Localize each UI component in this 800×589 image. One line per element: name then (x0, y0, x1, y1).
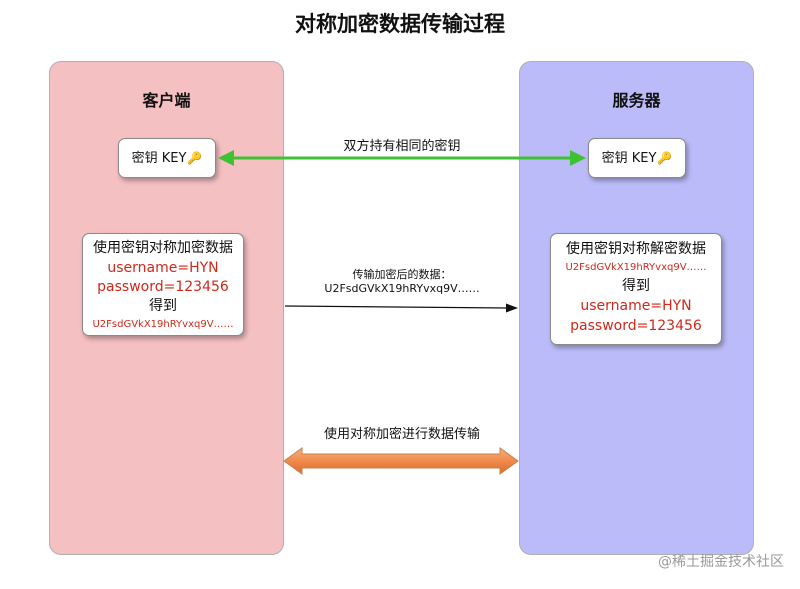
transfer-label: 传输加密后的数据： (352, 268, 452, 281)
decrypt-result-label: 得到 (622, 278, 650, 294)
server-key-label: 密钥 KEY (601, 151, 657, 166)
transfer-ciphertext: U2FsdGVkX19hRYvxq9V…… (324, 282, 480, 295)
server-heading: 服务器 (612, 91, 661, 110)
client-key-label: 密钥 KEY (131, 151, 187, 166)
diagram-title: 对称加密数据传输过程 (295, 12, 505, 36)
client-heading: 客户端 (142, 91, 191, 110)
encrypt-ciphertext: U2FsdGVkX19hRYvxq9V…… (92, 319, 234, 330)
decrypt-username: username=HYN (580, 298, 692, 314)
watermark: @稀土掘金技术社区 (658, 554, 784, 570)
encrypt-heading: 使用密钥对称加密数据 (93, 240, 233, 256)
server-key-box: 密钥 KEY🔑 (588, 138, 686, 178)
encrypt-username: username=HYN (107, 260, 219, 276)
shared-key-arrow (218, 150, 586, 166)
client-key-box: 密钥 KEY🔑 (118, 138, 216, 178)
decrypt-password: password=123456 (570, 318, 702, 334)
decrypt-heading: 使用密钥对称解密数据 (566, 241, 706, 257)
key-icon: 🔑 (657, 151, 673, 165)
transfer-arrow (284, 303, 518, 313)
decrypt-ciphertext: U2FsdGVkX19hRYvxq9V…… (565, 262, 707, 273)
shared-key-label: 双方持有相同的密钥 (343, 139, 461, 154)
key-icon: 🔑 (187, 151, 203, 165)
server-decrypt-box: 使用密钥对称解密数据 U2FsdGVkX19hRYvxq9V…… 得到 user… (550, 233, 722, 345)
encrypt-password: password=123456 (97, 279, 229, 295)
client-encrypt-box: 使用密钥对称加密数据 username=HYN password=123456 … (82, 233, 244, 336)
channel-label: 使用对称加密进行数据传输 (323, 427, 480, 442)
channel-arrow (283, 447, 519, 475)
encrypt-result-label: 得到 (149, 298, 177, 314)
